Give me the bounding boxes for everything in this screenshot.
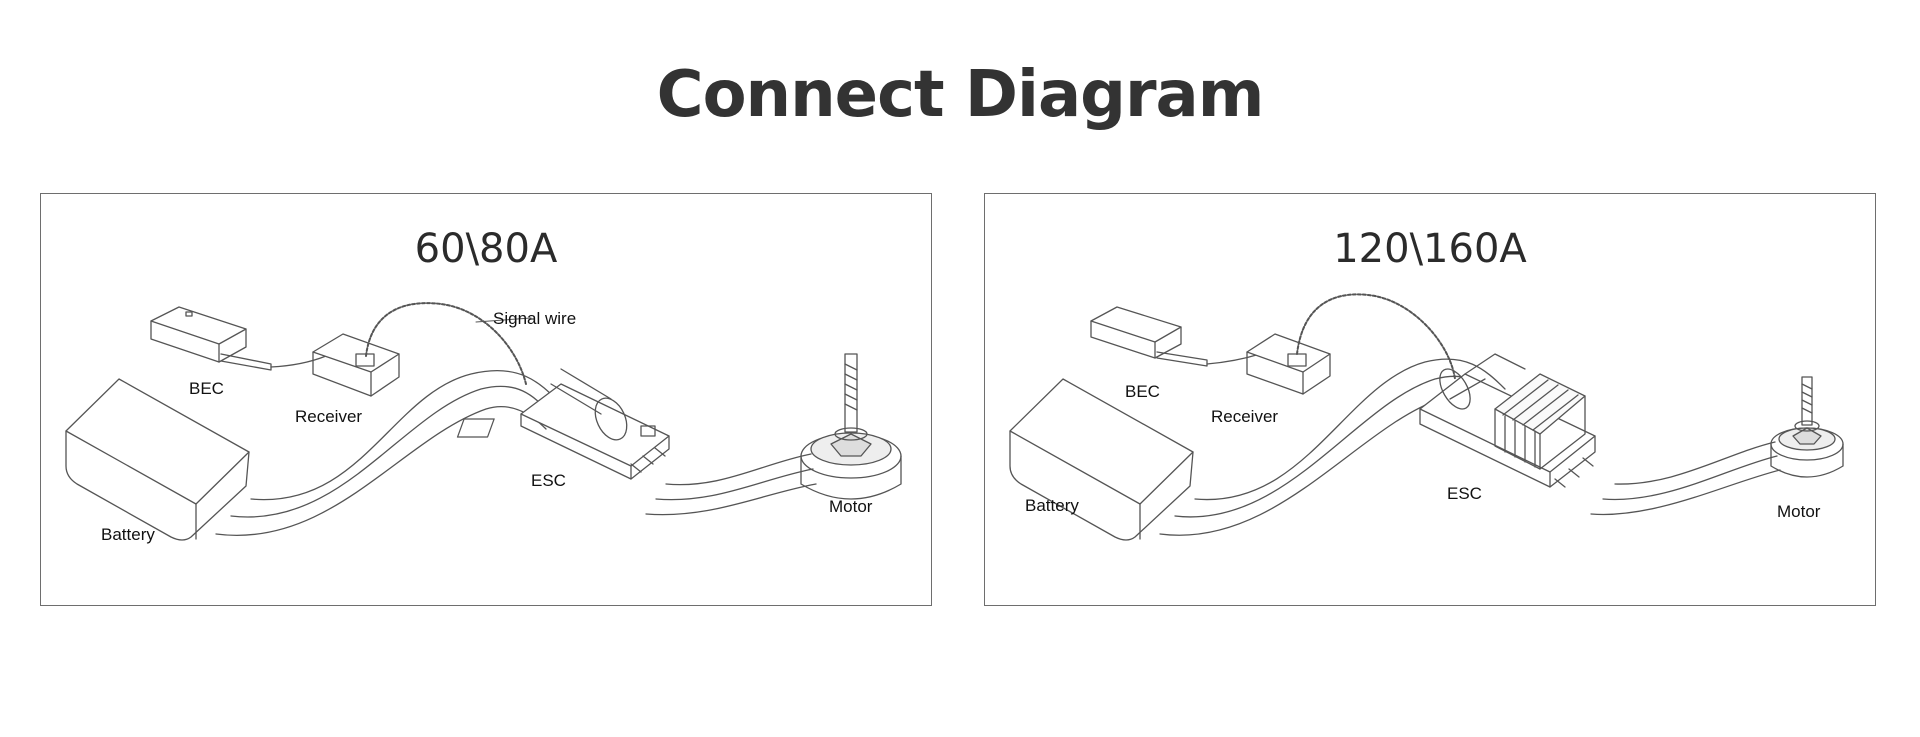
esc-drawing <box>1419 353 1596 488</box>
motor-label: Motor <box>1777 502 1821 521</box>
battery-wire-3 <box>215 405 547 537</box>
bec-label: BEC <box>189 379 224 398</box>
heatsink <box>1494 373 1586 470</box>
battery-label: Battery <box>101 525 155 544</box>
wiring-illustration: BEC Receiver Signal wire ESC Motor Batte… <box>65 302 902 544</box>
receiver-label: Receiver <box>295 407 362 426</box>
receiver-drawing <box>1246 333 1331 395</box>
panel-title: 120\160A <box>1333 226 1527 272</box>
diagram-panel-120-160a: 120\160A <box>984 193 1876 606</box>
esc-drawing <box>456 368 670 480</box>
signal-wire-label: Signal wire <box>493 309 576 328</box>
signal-wire <box>365 302 527 385</box>
bec-drawing <box>150 306 272 371</box>
bec-drawing <box>1090 306 1208 367</box>
battery-label: Battery <box>1025 496 1079 515</box>
battery-wire-2 <box>230 385 554 518</box>
battery-drawing <box>65 378 250 541</box>
page-title: Connect Diagram <box>656 58 1265 132</box>
receiver-label: Receiver <box>1211 407 1278 426</box>
motor-label: Motor <box>829 497 873 516</box>
bec-label: BEC <box>1125 382 1160 401</box>
motor-drawing <box>1770 376 1844 478</box>
receiver-drawing <box>312 333 400 397</box>
battery-drawing <box>1009 378 1194 541</box>
battery-wire-1 <box>250 369 562 501</box>
wiring-illustration: BEC Receiver ESC Motor Battery <box>1009 293 1844 541</box>
esc-label: ESC <box>1447 484 1482 503</box>
diagram-panel-60-80a: 60\80A <box>40 193 932 606</box>
motor-drawing <box>800 353 902 500</box>
panel-title: 60\80A <box>414 226 558 272</box>
esc-label: ESC <box>531 471 566 490</box>
